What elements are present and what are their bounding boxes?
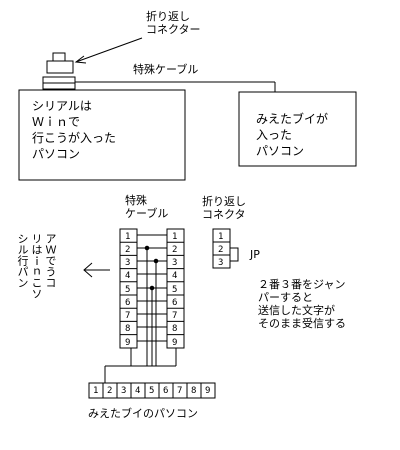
cable-left-pin-column [119, 228, 138, 349]
connector-arrow [74, 37, 143, 64]
jumper-wire [230, 247, 239, 262]
loopback-connector-icon [42, 52, 76, 90]
left-pin-9: 9 [125, 338, 131, 348]
to-win-pc-col-1: アＷでうコ [44, 233, 57, 288]
special-cable-label: 特殊ケーブル [133, 63, 199, 76]
left-pin-1: 1 [125, 232, 131, 242]
viewer-pc-label: みえたブイのパソコン [88, 407, 198, 420]
pc-viewer-label: みえたブイが 入った パソコン [256, 112, 329, 158]
pc-win-box [18, 89, 186, 181]
left-pin-6: 6 [125, 298, 131, 308]
loop-pin-1: 1 [218, 232, 224, 242]
loopback-label: 折り返し コネクタ [202, 195, 246, 221]
to-win-pc-col-2: リはｉｎこソ [30, 233, 43, 299]
to-win-pc-arrow [83, 262, 110, 278]
loopback-pin-column [212, 228, 231, 269]
right-pin-9: 9 [172, 338, 178, 348]
right-pin-2: 2 [172, 245, 178, 255]
left-pin-8: 8 [125, 324, 131, 334]
bottom-pin-3: 3 [121, 386, 127, 396]
bottom-pin-2: 2 [107, 386, 113, 396]
loop-pin-3: 3 [218, 258, 224, 268]
right-pin-7: 7 [172, 311, 178, 321]
bottom-pin-5: 5 [149, 386, 155, 396]
viewer-pc-pin-row [88, 382, 216, 399]
bottom-pin-4: 4 [135, 386, 141, 396]
cable-label: 特殊 ケーブル [125, 194, 169, 220]
left-pin-4: 4 [125, 271, 131, 281]
right-pin-8: 8 [172, 324, 178, 334]
to-win-pc-col-3: シル行パン [16, 233, 29, 288]
right-pin-4: 4 [172, 271, 178, 281]
bottom-pin-1: 1 [93, 386, 99, 396]
loop-pin-2: 2 [218, 245, 224, 255]
pc-viewer-box [238, 91, 357, 167]
bottom-pin-9: 9 [205, 386, 211, 396]
left-pin-5: 5 [125, 285, 131, 295]
left-pin-2: 2 [125, 245, 131, 255]
cable-cross-wiring [104, 234, 177, 383]
bottom-pin-6: 6 [163, 386, 169, 396]
right-pin-3: 3 [172, 258, 178, 268]
jp-label: JP [250, 248, 260, 261]
jumper-note: ２番３番をジャン パーすると 送信した文字が そのまま受信する [258, 278, 346, 330]
left-pin-3: 3 [125, 258, 131, 268]
bottom-pin-7: 7 [177, 386, 183, 396]
left-pin-7: 7 [125, 311, 131, 321]
pc-win-label: シリアルは Ｗｉｎで 行こうが入った パソコン [32, 99, 117, 161]
right-pin-6: 6 [172, 298, 178, 308]
loopback-connector-label: 折り返し コネクター [146, 10, 201, 36]
bottom-pin-8: 8 [191, 386, 197, 396]
right-pin-1: 1 [172, 232, 178, 242]
right-pin-5: 5 [172, 285, 178, 295]
